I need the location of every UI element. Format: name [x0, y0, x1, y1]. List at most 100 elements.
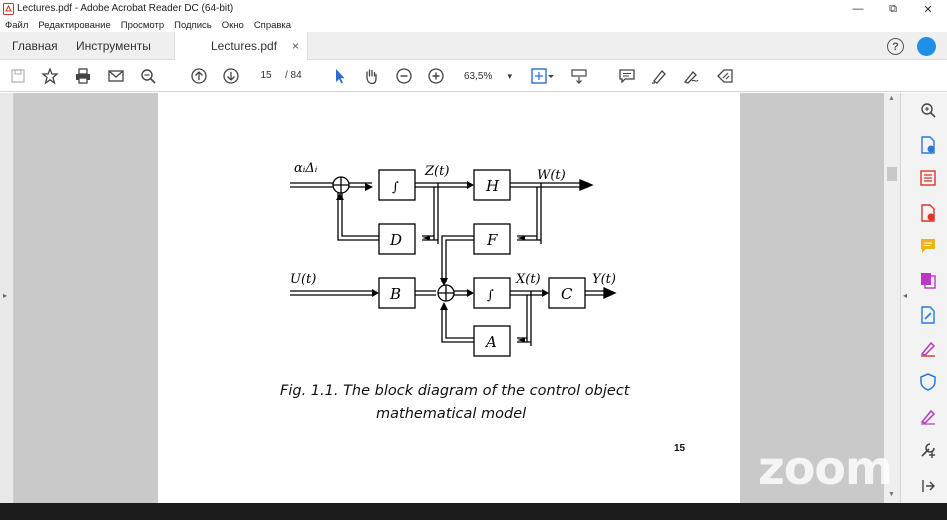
export-pdf-icon — [921, 136, 935, 154]
collapse-panel-icon — [922, 480, 935, 492]
tab-bar: Главная Инструменты Lectures.pdf × ? — [0, 32, 947, 60]
zoom-tool-icon — [921, 103, 936, 118]
print-button[interactable] — [74, 67, 92, 85]
scroll-down-icon[interactable]: ▼ — [888, 491, 895, 498]
label-w: W(t) — [537, 168, 566, 183]
tool-fill-sign[interactable] — [918, 338, 938, 358]
maximize-button[interactable]: ⧉ — [889, 2, 897, 15]
block-d: D — [389, 231, 402, 249]
figure-caption-line1: Fig. 1.1. The block diagram of the contr… — [280, 383, 630, 399]
block-f: F — [486, 231, 498, 249]
zoom-in-button[interactable] — [427, 67, 445, 85]
menu-window[interactable]: Окно — [221, 19, 244, 31]
menu-sign[interactable]: Подпись — [174, 19, 212, 31]
comment-icon — [619, 69, 635, 84]
envelope-icon — [108, 70, 124, 82]
minus-circle-icon — [396, 68, 412, 84]
menu-edit[interactable]: Редактирование — [38, 19, 111, 31]
left-panel-toggle-strip[interactable]: ▸ — [0, 93, 14, 503]
keyboard-scroll-icon — [571, 69, 587, 84]
fit-page-button[interactable] — [530, 67, 548, 85]
zoom-level-value: 63,5% — [464, 70, 493, 82]
tab-document[interactable]: Lectures.pdf × — [174, 32, 308, 60]
tab-document-label: Lectures.pdf — [211, 39, 278, 53]
right-tools-panel: ◂ — [900, 93, 947, 503]
block-integrator-top: ∫ — [392, 180, 399, 195]
collapse-right-icon[interactable]: ◂ — [903, 291, 908, 300]
hand-icon — [366, 69, 377, 85]
scroll-up-icon[interactable]: ▲ — [888, 95, 895, 102]
tool-sign[interactable] — [918, 406, 938, 426]
block-diagram: αᵢΔᵢ Z(t) W(t) U(t) X(t) Y(t) ∫ H D F B … — [290, 161, 617, 357]
expand-left-icon[interactable]: ▸ — [3, 291, 8, 300]
email-button[interactable] — [107, 67, 125, 85]
scrollbar-thumb[interactable] — [887, 167, 897, 181]
menu-file[interactable]: Файл — [5, 19, 29, 31]
tool-export-pdf[interactable] — [918, 135, 938, 155]
menu-help[interactable]: Справка — [253, 19, 292, 31]
highlight-button[interactable] — [650, 67, 668, 85]
menu-bar: Файл Редактирование Просмотр Подпись Окн… — [0, 18, 947, 32]
tool-create-pdf[interactable] — [918, 203, 938, 223]
pen-sign-icon — [683, 71, 699, 84]
tool-more-tools[interactable] — [918, 440, 938, 460]
tab-close-icon[interactable]: × — [291, 39, 299, 53]
page-number-footer: 15 — [674, 443, 686, 454]
plus-circle-icon — [428, 68, 444, 84]
scroll-mode-button[interactable] — [570, 67, 588, 85]
save-button[interactable] — [9, 67, 27, 85]
tool-organize[interactable] — [918, 168, 938, 188]
pen-icon — [920, 409, 936, 425]
find-button[interactable] — [139, 67, 157, 85]
draw-button[interactable] — [682, 67, 700, 85]
tool-protect[interactable] — [918, 372, 938, 392]
tab-tools[interactable]: Инструменты — [76, 39, 151, 53]
fit-page-menu[interactable] — [547, 67, 555, 85]
tool-comment[interactable] — [918, 236, 938, 256]
collapse-panel-button[interactable] — [918, 476, 938, 496]
vertical-scrollbar[interactable]: ▲ ▼ — [884, 93, 900, 503]
label-u: U(t) — [290, 272, 316, 287]
save-icon — [11, 69, 25, 83]
tool-combine[interactable] — [918, 270, 938, 290]
organize-pages-icon — [920, 170, 936, 186]
help-button[interactable]: ? — [887, 38, 904, 55]
prev-page-button[interactable] — [190, 67, 208, 85]
sign-button[interactable] — [716, 67, 734, 85]
figure-caption-line2: mathematical model — [376, 406, 527, 422]
comment-button[interactable] — [618, 67, 636, 85]
combine-files-icon — [921, 273, 936, 289]
fit-page-icon — [531, 68, 547, 84]
zoom-out-button[interactable] — [395, 67, 413, 85]
highlighter-icon — [652, 70, 666, 84]
label-y: Y(t) — [592, 272, 616, 287]
minimize-button[interactable]: — — [852, 3, 864, 15]
block-c: C — [561, 285, 573, 303]
search-icon — [141, 69, 156, 84]
menu-view[interactable]: Просмотр — [120, 19, 165, 31]
hand-tool-button[interactable] — [362, 67, 380, 85]
block-b: B — [389, 285, 401, 303]
main-toolbar: 15 / 84 63,5% ▾ — [0, 60, 947, 92]
page-total: / 84 — [285, 70, 302, 81]
comment-tool-icon — [921, 239, 935, 253]
next-page-button[interactable] — [222, 67, 240, 85]
shield-icon — [920, 373, 936, 391]
bookmark-button[interactable] — [41, 67, 59, 85]
close-window-button[interactable]: ✕ — [923, 3, 933, 16]
title-bar: Lectures.pdf - Adobe Acrobat Reader DC (… — [0, 0, 947, 18]
zoom-level-select[interactable]: 63,5% ▾ — [458, 67, 518, 85]
account-avatar[interactable] — [917, 37, 936, 56]
zoom-watermark-logo: zoom — [758, 441, 893, 495]
tab-home[interactable]: Главная — [12, 39, 58, 53]
tool-edit-pdf[interactable] — [918, 305, 938, 325]
select-tool-button[interactable] — [331, 67, 349, 85]
page-number-input[interactable]: 15 — [260, 70, 272, 81]
fill-sign-tool-icon — [920, 341, 936, 357]
block-a: A — [484, 333, 497, 351]
tool-zoom[interactable] — [918, 100, 938, 120]
printer-icon — [76, 68, 90, 84]
chevron-down-icon: ▾ — [507, 70, 512, 81]
acrobat-app-icon — [3, 3, 14, 15]
window-title: Lectures.pdf - Adobe Acrobat Reader DC (… — [17, 3, 234, 14]
